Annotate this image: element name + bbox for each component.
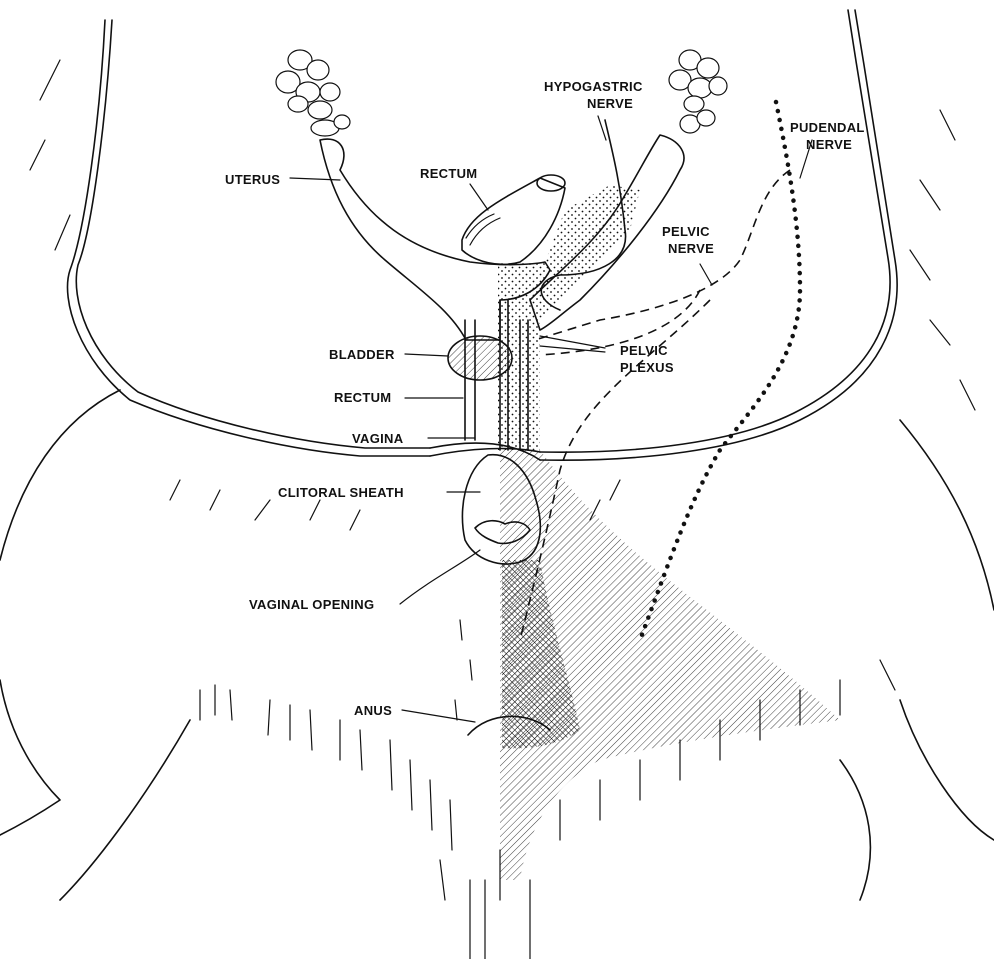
label-pelvic-plexus-line1: PELVIC (620, 343, 668, 358)
bladder (448, 336, 512, 380)
label-pelvic-nerve-line1: PELVIC (662, 224, 710, 239)
label-vagina: VAGINA (352, 431, 404, 446)
left-ovary (276, 50, 350, 136)
label-bladder: BLADDER (329, 347, 395, 362)
label-uterus: UTERUS (225, 172, 280, 187)
right-ovary (669, 50, 727, 133)
label-pudendal-line2: NERVE (806, 137, 852, 152)
label-rectum-mid: RECTUM (334, 390, 391, 405)
label-pelvic-plexus-line2: PLEXUS (620, 360, 674, 375)
label-pelvic-nerve-line2: NERVE (668, 241, 714, 256)
label-pudendal-line1: PUDENDAL (790, 120, 865, 135)
label-rectum-top: RECTUM (420, 166, 477, 181)
label-hypogastric-line2: NERVE (587, 96, 633, 111)
label-vaginal-opening: VAGINAL OPENING (249, 597, 374, 612)
label-anus: ANUS (354, 703, 392, 718)
label-clitoral-sheath: CLITORAL SHEATH (278, 485, 404, 500)
label-hypogastric-line1: HYPOGASTRIC (544, 79, 643, 94)
